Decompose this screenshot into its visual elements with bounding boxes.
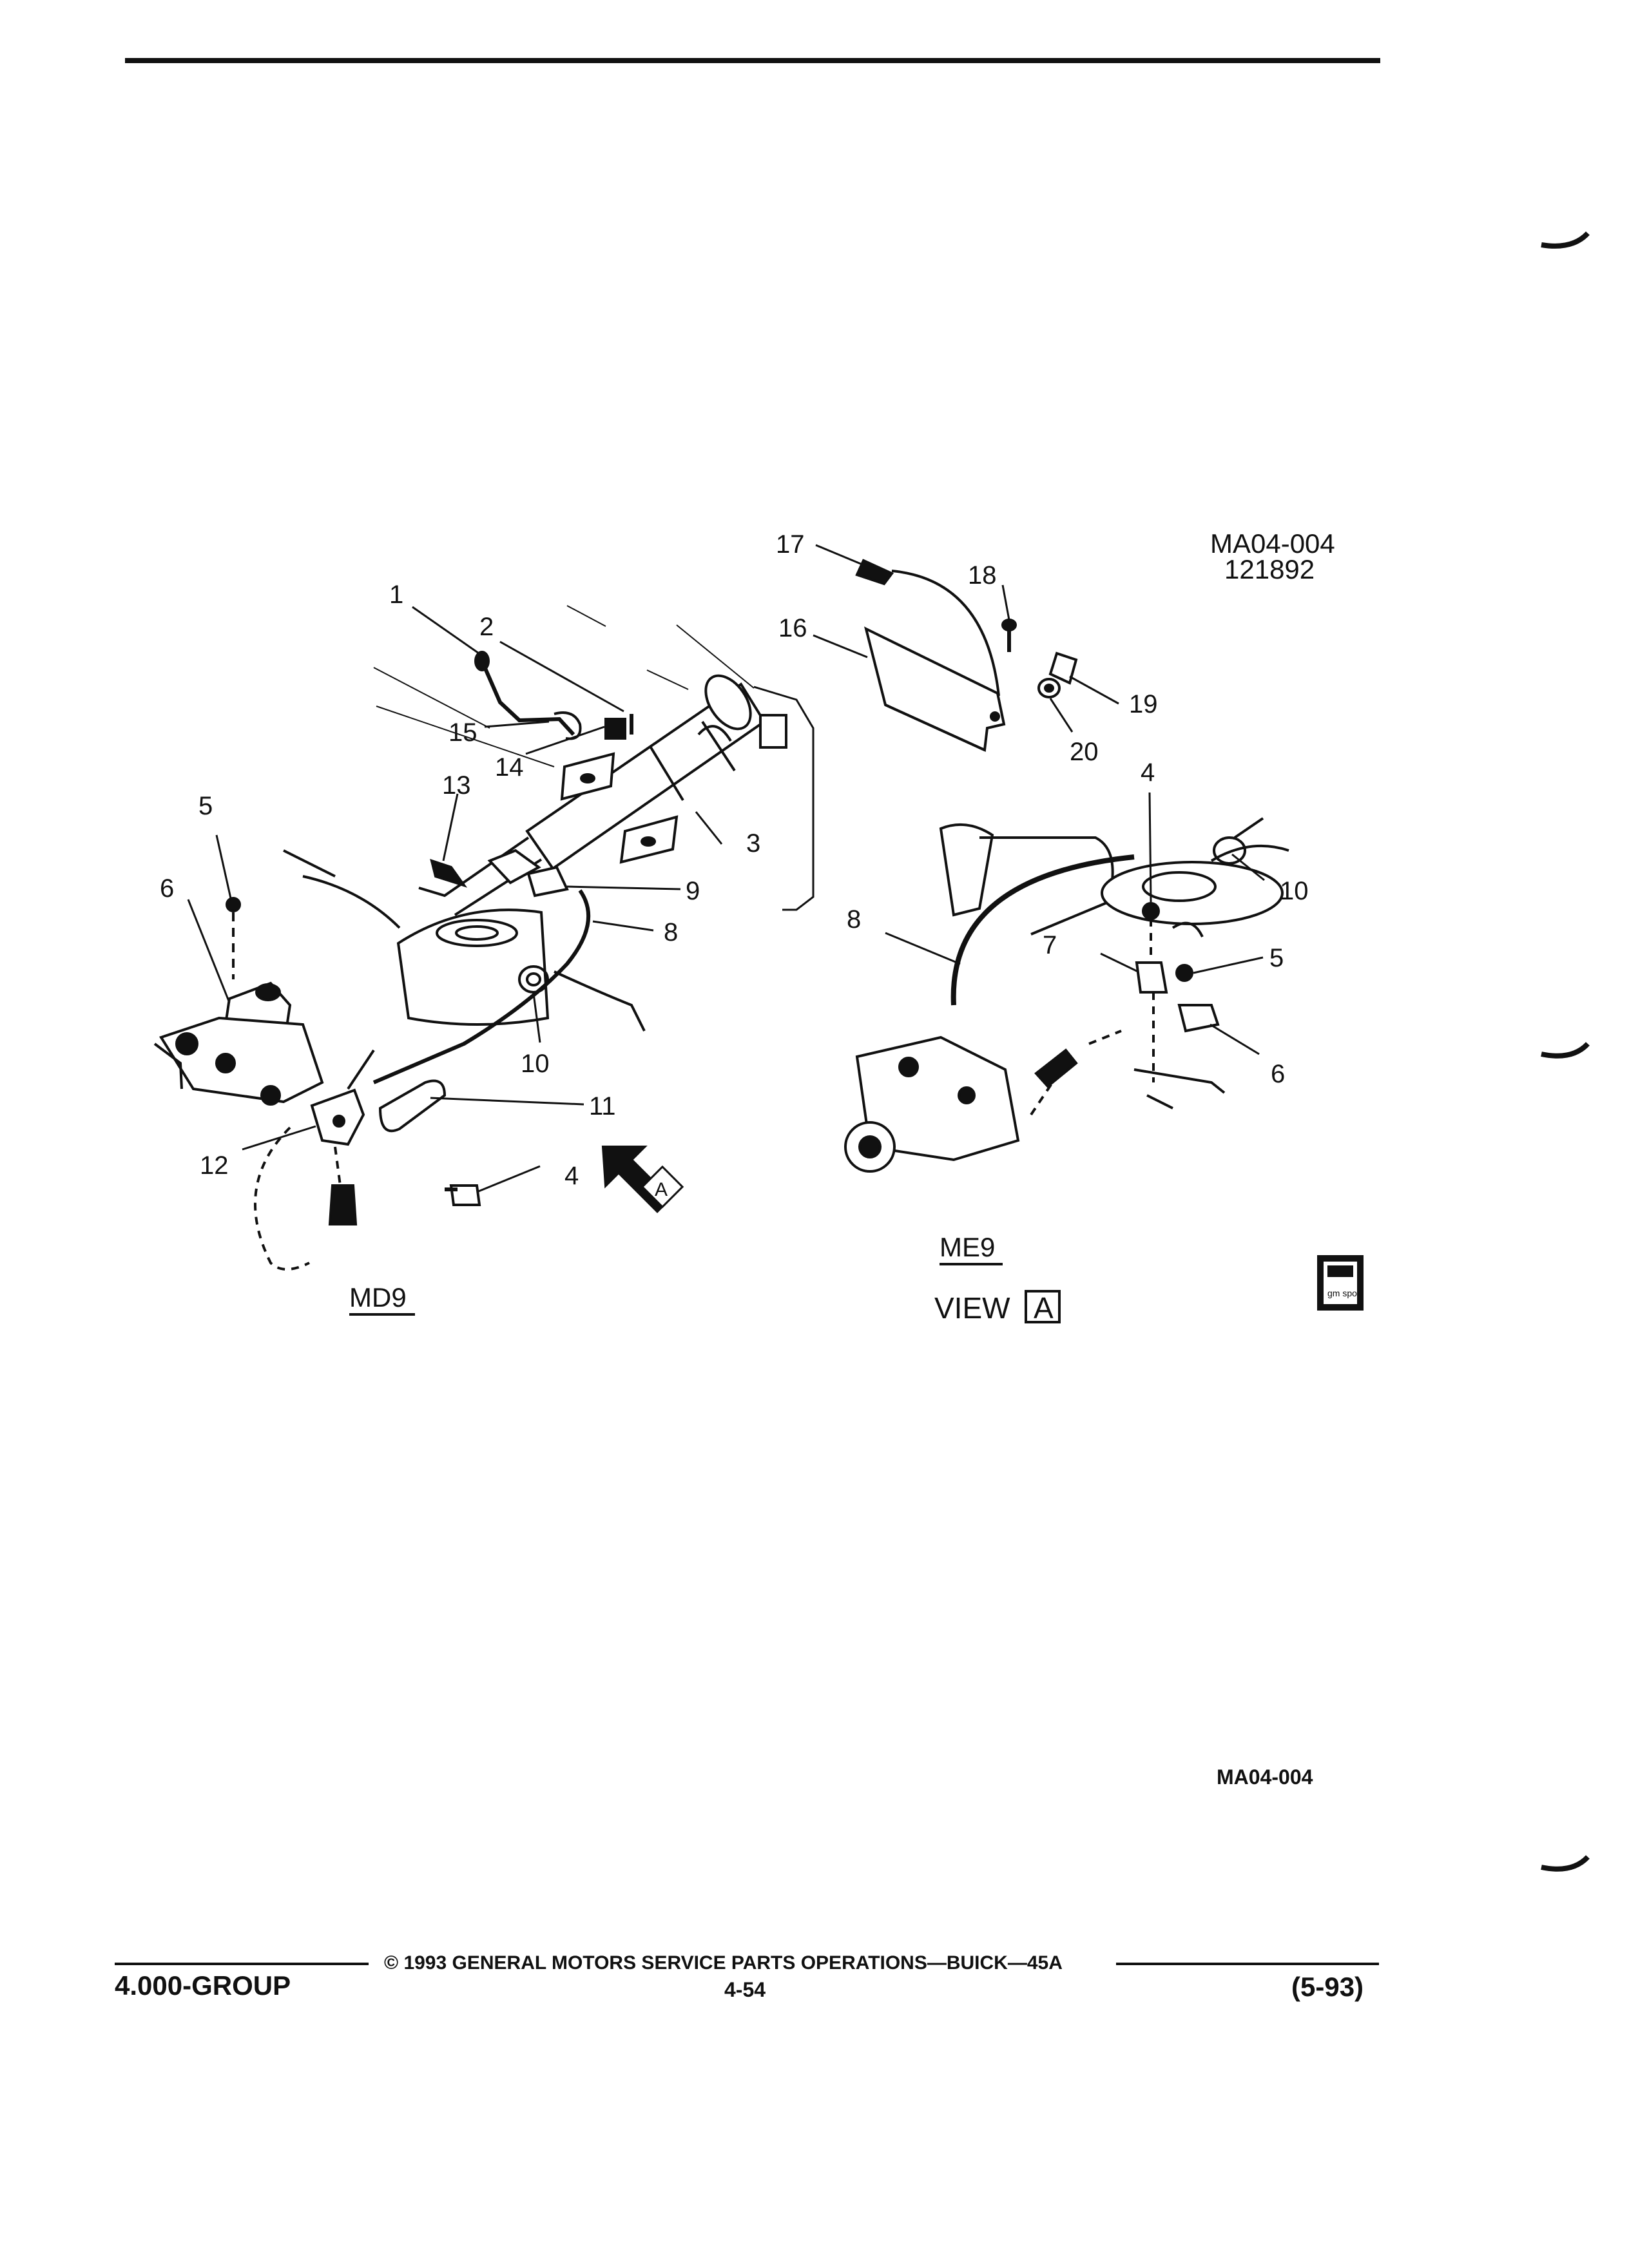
callout-2: 2 bbox=[479, 613, 494, 641]
callout-16: 16 bbox=[778, 614, 807, 642]
cable-8-right bbox=[950, 854, 1135, 1006]
gm-spo-logo: gm spo bbox=[1317, 1255, 1364, 1311]
dash-panel bbox=[753, 686, 815, 911]
callout-1: 1 bbox=[389, 581, 403, 609]
footer-date-code: (5-93) bbox=[1291, 1972, 1364, 2002]
callout-9: 9 bbox=[686, 877, 700, 905]
callout-12: 12 bbox=[200, 1151, 229, 1180]
callout-19: 19 bbox=[1129, 690, 1158, 718]
callout-17: 17 bbox=[776, 530, 805, 559]
callout-20: 20 bbox=[1070, 738, 1099, 766]
part-1-rod bbox=[480, 660, 575, 736]
neutral-switch bbox=[328, 1184, 358, 1225]
left-assembly bbox=[153, 605, 815, 1271]
callout-4-right: 4 bbox=[1141, 758, 1155, 787]
callout-15: 15 bbox=[448, 718, 477, 747]
right-assembly bbox=[844, 559, 1289, 1173]
part-11-strap bbox=[378, 1079, 447, 1133]
floor-housing bbox=[396, 908, 550, 1026]
part-19-clip bbox=[1048, 651, 1078, 685]
callout-5-right: 5 bbox=[1269, 944, 1284, 972]
part-13-lever bbox=[430, 858, 468, 888]
callout-8: 8 bbox=[664, 918, 678, 947]
callout-6-right: 6 bbox=[1271, 1060, 1285, 1088]
logo-text: gm spo bbox=[1327, 1288, 1357, 1298]
figure-id-footer: MA04-004 bbox=[1217, 1765, 1313, 1789]
figure-id: MA04-004 bbox=[1210, 528, 1335, 559]
binder-mark bbox=[1541, 1042, 1590, 1059]
part-6-bracket-right bbox=[1177, 1004, 1220, 1033]
binder-mark bbox=[1541, 1855, 1590, 1872]
cable-8 bbox=[372, 889, 591, 1084]
callout-11: 11 bbox=[589, 1092, 616, 1120]
binder-mark bbox=[1541, 231, 1590, 249]
view-marker-letter: A bbox=[1034, 1291, 1054, 1325]
neutral-switch-right bbox=[1034, 1048, 1078, 1088]
callout-13: 13 bbox=[442, 771, 471, 800]
callout-10-right: 10 bbox=[1280, 877, 1309, 905]
part-9-clip bbox=[526, 865, 569, 898]
view-label: VIEW bbox=[934, 1291, 1010, 1325]
figure-id-header: MA04-004 121892 bbox=[1210, 528, 1335, 584]
transmission-left bbox=[159, 1016, 324, 1104]
callout-5: 5 bbox=[198, 792, 213, 820]
callout-7: 7 bbox=[1043, 931, 1057, 959]
footer-group: 4.000-GROUP bbox=[115, 1970, 291, 2001]
right-code-me9: ME9 bbox=[940, 1232, 995, 1262]
part-17-clip bbox=[855, 559, 894, 586]
callout-10: 10 bbox=[521, 1050, 550, 1078]
callout-14: 14 bbox=[495, 753, 524, 782]
leader-lines bbox=[187, 544, 1265, 1193]
footer-page-number: 4-54 bbox=[724, 1978, 766, 2001]
callout-6: 6 bbox=[160, 874, 174, 903]
part-17-cable bbox=[891, 570, 1000, 697]
callout-18: 18 bbox=[968, 561, 997, 590]
view-marker-arrow: A bbox=[655, 1179, 668, 1200]
engine-top bbox=[939, 823, 994, 917]
callout-8-right: 8 bbox=[847, 905, 861, 934]
footer-copyright: © 1993 GENERAL MOTORS SERVICE PARTS OPER… bbox=[384, 1952, 1063, 1974]
part-4-bolt bbox=[449, 1184, 481, 1206]
callout-3: 3 bbox=[746, 829, 760, 858]
left-code-md9: MD9 bbox=[349, 1282, 407, 1312]
callout-4: 4 bbox=[564, 1162, 579, 1190]
view-marker-box bbox=[1025, 1290, 1061, 1323]
part-7-bracket bbox=[1135, 961, 1168, 994]
figure-date: 121892 bbox=[1224, 554, 1315, 584]
